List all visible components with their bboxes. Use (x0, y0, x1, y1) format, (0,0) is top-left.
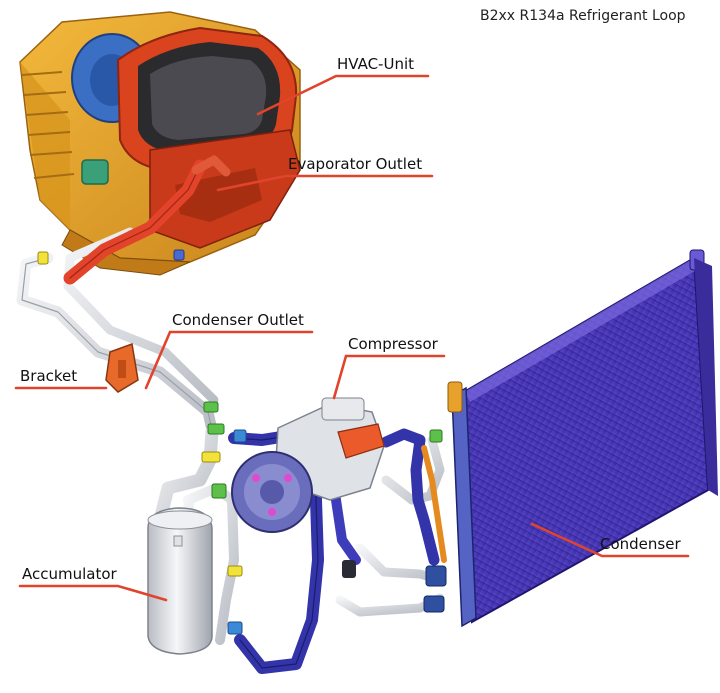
accumulator (147, 507, 213, 655)
leader-hvac-unit (256, 74, 430, 116)
leader-condenser (530, 522, 690, 558)
label-bracket: Bracket (20, 367, 78, 385)
label-hvac-unit: HVAC-Unit (337, 55, 414, 73)
label-condenser-outlet: Condenser Outlet (172, 311, 304, 329)
leader-lines (14, 74, 690, 602)
bracket (105, 342, 139, 393)
leader-accumulator (18, 584, 168, 602)
leader-compressor (332, 354, 446, 400)
hvac-unit (19, 11, 301, 276)
fittings (37, 249, 447, 635)
diagram-title: B2xx R134a Refrigerant Loop (480, 8, 686, 24)
label-evaporator-outlet: Evaporator Outlet (288, 155, 423, 173)
label-condenser: Condenser (600, 535, 681, 553)
condenser (447, 249, 718, 628)
label-compressor: Compressor (348, 335, 438, 353)
compressor (231, 397, 385, 578)
leader-condenser-outlet (144, 330, 314, 390)
leader-evaporator-outlet (216, 174, 434, 192)
label-accumulator: Accumulator (22, 565, 117, 583)
